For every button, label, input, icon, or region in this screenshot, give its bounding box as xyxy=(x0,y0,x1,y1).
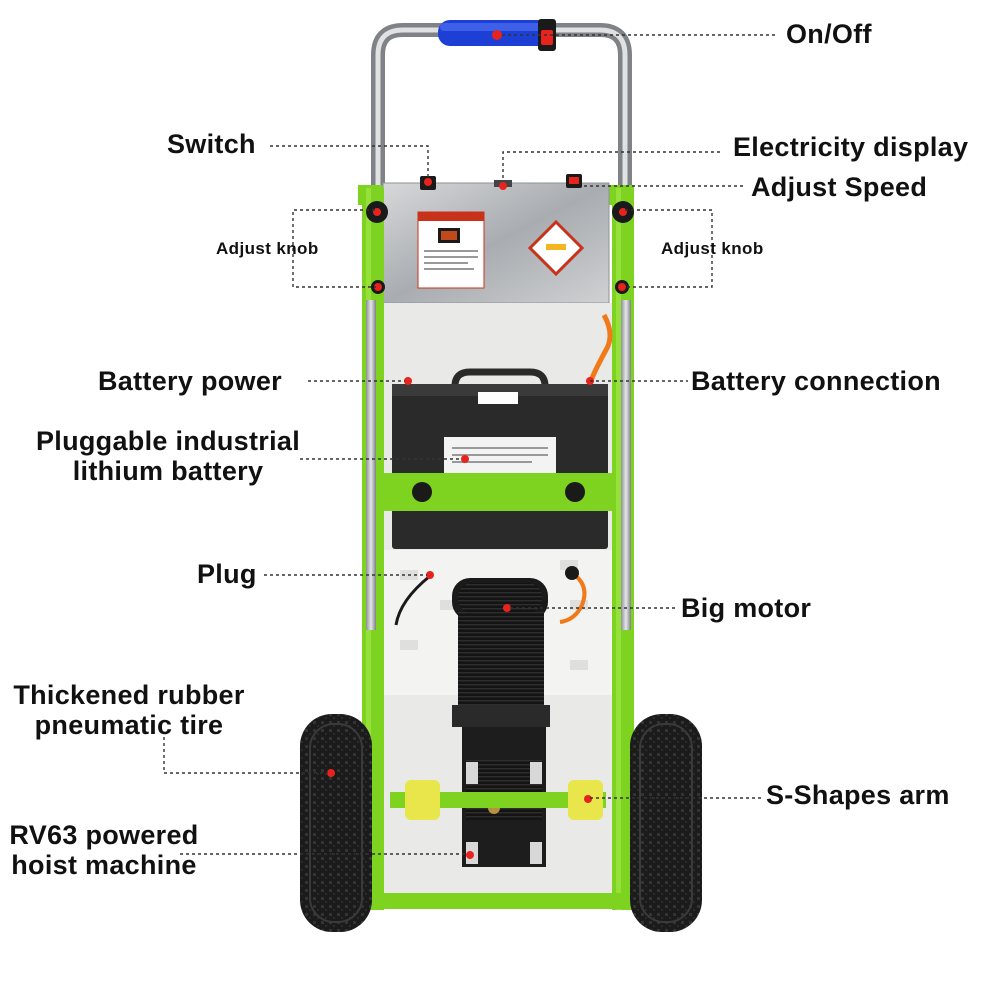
marker-plug xyxy=(426,571,434,579)
tire-icon xyxy=(300,714,702,932)
control-box xyxy=(358,174,634,304)
label-switch: Switch xyxy=(167,129,256,159)
label-rv63-line1: RV63 powered xyxy=(9,820,199,850)
leader-lines xyxy=(163,34,778,855)
label-thickened-tire-line2: pneumatic tire xyxy=(34,710,224,741)
battery-cable xyxy=(587,313,613,384)
bottom-frame xyxy=(375,893,631,909)
label-pluggable-battery-line1: Pluggable industrial xyxy=(35,426,301,456)
s-shapes-arm xyxy=(390,780,606,820)
label-big-motor: Big motor xyxy=(681,593,812,623)
label-rv63: RV63 powered hoist machine xyxy=(0,820,208,880)
label-adjust-knob-right: Adjust knob xyxy=(661,239,764,258)
label-adjust-knob-left: Adjust knob xyxy=(216,239,319,258)
label-thickened-tire-line1: Thickened rubber xyxy=(13,680,245,710)
label-s-shapes-arm: S-Shapes arm xyxy=(766,780,950,810)
plug-cable xyxy=(394,574,431,626)
warning-label-icon xyxy=(527,219,585,277)
handle-frame xyxy=(371,19,632,190)
label-pluggable-battery-line2: lithium battery xyxy=(72,456,264,487)
left-steel-tube xyxy=(366,300,376,630)
label-battery-connection: Battery connection xyxy=(691,366,941,396)
label-on-off: On/Off xyxy=(786,19,872,49)
label-thickened-tire: Thickened rubber pneumatic tire xyxy=(2,680,256,740)
right-steel-tube xyxy=(621,300,631,630)
label-battery-power: Battery power xyxy=(98,366,282,396)
label-rv63-line2: hoist machine xyxy=(11,850,197,881)
label-electricity-display: Electricity display xyxy=(733,132,969,162)
battery-icon xyxy=(392,368,608,549)
marker-electricity-display xyxy=(499,182,507,190)
label-adjust-speed: Adjust Speed xyxy=(751,172,928,202)
motor-icon xyxy=(452,578,550,727)
label-pluggable-battery: Pluggable industrial lithium battery xyxy=(24,426,312,486)
label-plug: Plug xyxy=(197,559,257,589)
marker-on-off xyxy=(492,30,502,40)
